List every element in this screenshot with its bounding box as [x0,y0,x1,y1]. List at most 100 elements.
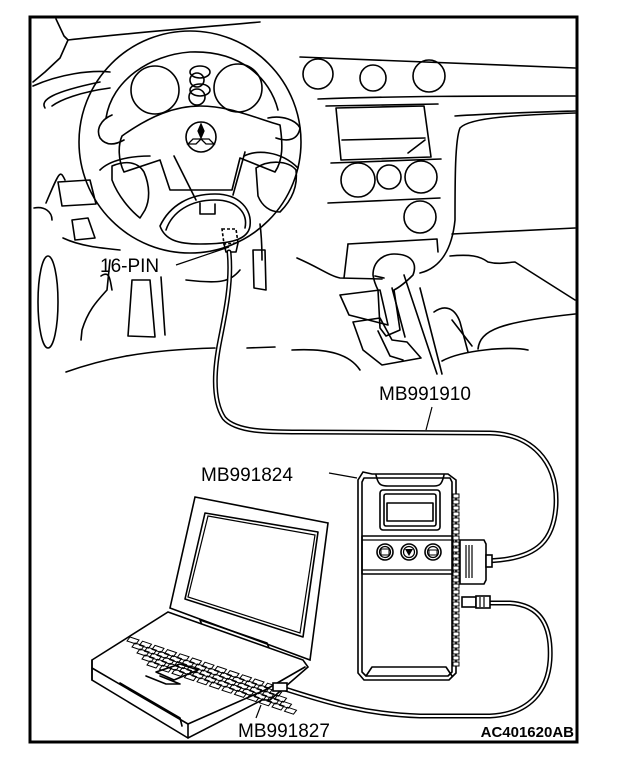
keyboard-key [168,655,183,664]
label-mb991824: MB991824 [201,465,358,486]
keyboard-key [278,700,293,709]
three-diamond-emblem-icon [185,121,217,153]
down-arrow-button[interactable] [400,543,418,561]
vci-rib [452,493,460,499]
vci-rib [452,553,460,559]
keyboard-key [206,667,220,676]
keyboard-key [246,694,260,703]
keyboard-key [221,685,235,694]
keyboard-key [213,665,228,674]
keyboard-key [228,683,243,692]
keyboard-key [131,642,145,651]
keyboard-key [186,665,200,674]
keyboard-key [223,677,238,686]
vci-rib [452,577,460,583]
keyboard-key [148,652,163,661]
vci-rib [452,607,460,613]
keyboard-key [201,661,215,670]
keyboard-key [283,706,298,715]
laptop-computer [91,496,329,739]
vci-rib [452,499,460,505]
vci-rib [452,601,460,607]
vci-rib [452,559,460,565]
vci-rib [452,631,460,637]
keyboard-key [238,674,253,683]
keyboard-key [241,688,255,697]
vehicle-communication-interface [357,471,493,681]
main-harness-cable [212,249,559,564]
vci-rib [452,517,460,523]
figure-frame [28,15,579,744]
label-mb991827: MB991827 [238,704,330,742]
keyboard-key [191,671,205,680]
keyboard-key [273,694,288,703]
vci-rib [452,565,460,571]
keyboard-key [251,678,265,687]
keyboard-key [226,670,240,679]
keyboard-key [138,640,153,649]
keyboard-key [143,646,158,655]
vci-rib [452,649,460,655]
keyboard-key [256,684,270,693]
keyboard-key [233,689,248,698]
keyboard-key [136,648,150,657]
keyboard-key [261,690,275,699]
vci-rib [452,619,460,625]
keyboard-key [156,650,170,659]
vci-rib [452,505,460,511]
keyboard-key [231,676,245,685]
keyboard-key [161,656,175,665]
usb-cable-label: MB991827 [238,721,330,742]
vci-rib [452,547,460,553]
vci-rib [452,661,460,667]
keyboard-key [216,679,230,688]
keyboard-key [183,673,198,682]
vci-rib [452,541,460,547]
keyboard-key [253,692,268,701]
usb-cable [282,600,553,719]
esc-button[interactable] [376,543,394,561]
enter-button[interactable] [424,543,442,561]
keyboard-key [218,671,233,680]
vci-rib [452,643,460,649]
keyboard-key [243,680,258,689]
keyboard-key [153,658,168,667]
vci-label: MB991824 [201,465,293,486]
connector-label: 16-PIN [100,256,159,277]
vci-rib [452,529,460,535]
main-harness-label: MB991910 [379,384,471,405]
keyboard-key [193,663,208,672]
vci-rib [452,613,460,619]
vci-rib [452,571,460,577]
keyboard-key [151,644,165,653]
steering-wheel [78,30,302,254]
vci-rib [452,655,460,661]
vci-rib [452,637,460,643]
vci-rib [452,535,460,541]
vci-rib [452,523,460,529]
keyboard-key [258,698,273,707]
vci-rib [452,595,460,601]
keyboard-key [196,677,210,686]
keyboard-key [173,661,188,670]
vci-rib [452,589,460,595]
figure-id: AC401620AB [481,724,575,741]
keyboard-key [236,682,250,691]
keyboard-key [126,636,140,645]
keyboard-key [266,696,280,705]
keyboard-key [198,669,213,678]
keyboard-key [208,681,223,690]
vci-rib [452,625,460,631]
vci-rib [452,583,460,589]
keyboard-key [146,660,160,669]
keyboard-key [271,702,285,711]
label-mb991910: MB991910 [379,384,471,431]
label-16-pin: 16-PIN [100,246,230,277]
keyboard-key [181,659,195,668]
keyboard-key [211,673,225,682]
keyboard-key [176,653,190,662]
keyboard-key [141,654,155,663]
keyboard-key [163,649,178,658]
vehicle-interior [32,18,576,375]
